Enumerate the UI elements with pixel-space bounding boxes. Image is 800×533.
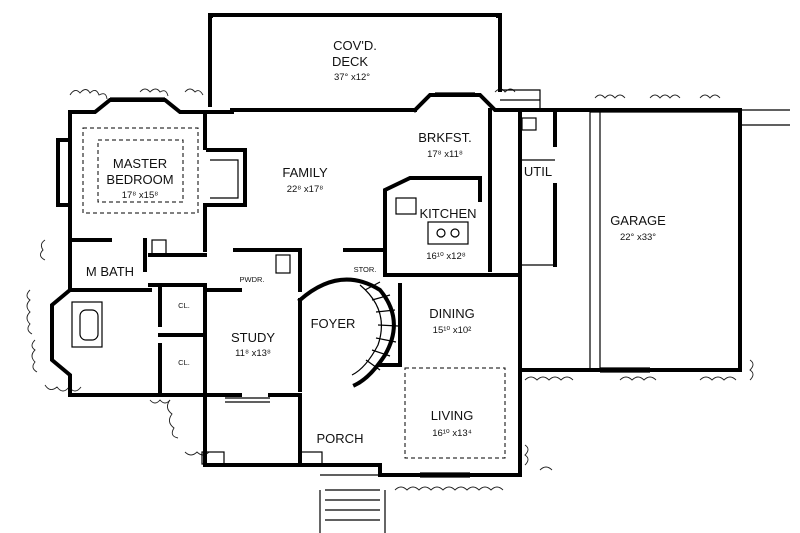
breakfast-name: BRKFST. — [418, 130, 471, 145]
deck-outline — [208, 13, 502, 107]
kitchen-sink — [395, 197, 417, 215]
living-name: LIVING — [431, 408, 474, 423]
master-tray-ceiling-inner — [97, 139, 184, 203]
garage-dims: 22° x33° — [620, 232, 656, 243]
master-name-2: BEDROOM — [106, 172, 173, 187]
exterior-walls — [50, 89, 790, 477]
study-dims: 11⁸ x13⁸ — [235, 348, 271, 359]
kitchen-island — [427, 221, 469, 245]
foyer-name: FOYER — [311, 316, 356, 331]
breakfast-dims: 17⁸ x11⁸ — [427, 149, 463, 160]
family-dims: 22⁸ x17⁸ — [287, 184, 324, 195]
interior-walls — [68, 108, 557, 467]
master-dims: 17⁸ x15⁸ — [122, 190, 159, 201]
windows — [110, 92, 650, 478]
porch-name: PORCH — [317, 431, 364, 446]
master-name-1: MASTER — [113, 156, 167, 171]
closet-lower-name: CL. — [178, 358, 190, 367]
toilet-pwdr — [275, 254, 291, 274]
pwdr-name: PWDR. — [240, 275, 265, 284]
dining-name: DINING — [429, 306, 475, 321]
study-name: STUDY — [231, 330, 275, 345]
family-name: FAMILY — [282, 165, 328, 180]
deck-name-1: COV'D. — [333, 38, 377, 53]
closet-upper-name: CL. — [178, 301, 190, 310]
curved-staircase — [297, 277, 399, 388]
util-name: UTIL — [524, 164, 552, 179]
kitchen-dims: 16¹⁰ x12⁸ — [426, 251, 466, 262]
bathtub — [71, 301, 103, 348]
master-tray-ceiling — [82, 127, 199, 214]
stor-name: STOR. — [354, 265, 377, 274]
deck-name-2: DECK — [332, 54, 368, 69]
toilet-util — [521, 117, 537, 131]
living-dims: 16¹⁰ x13⁴ — [432, 428, 472, 439]
toilet-bath — [151, 239, 167, 255]
dining-dims: 15¹⁰ x10² — [433, 325, 472, 336]
deck-dims: 37° x12° — [334, 72, 370, 83]
planter-right — [299, 451, 323, 465]
front-steps — [319, 474, 386, 533]
living-dashed — [404, 367, 506, 459]
planter-left — [201, 451, 225, 465]
mbath-name: M BATH — [86, 264, 134, 279]
kitchen-name: KITCHEN — [419, 206, 476, 221]
garage-name: GARAGE — [610, 213, 666, 228]
